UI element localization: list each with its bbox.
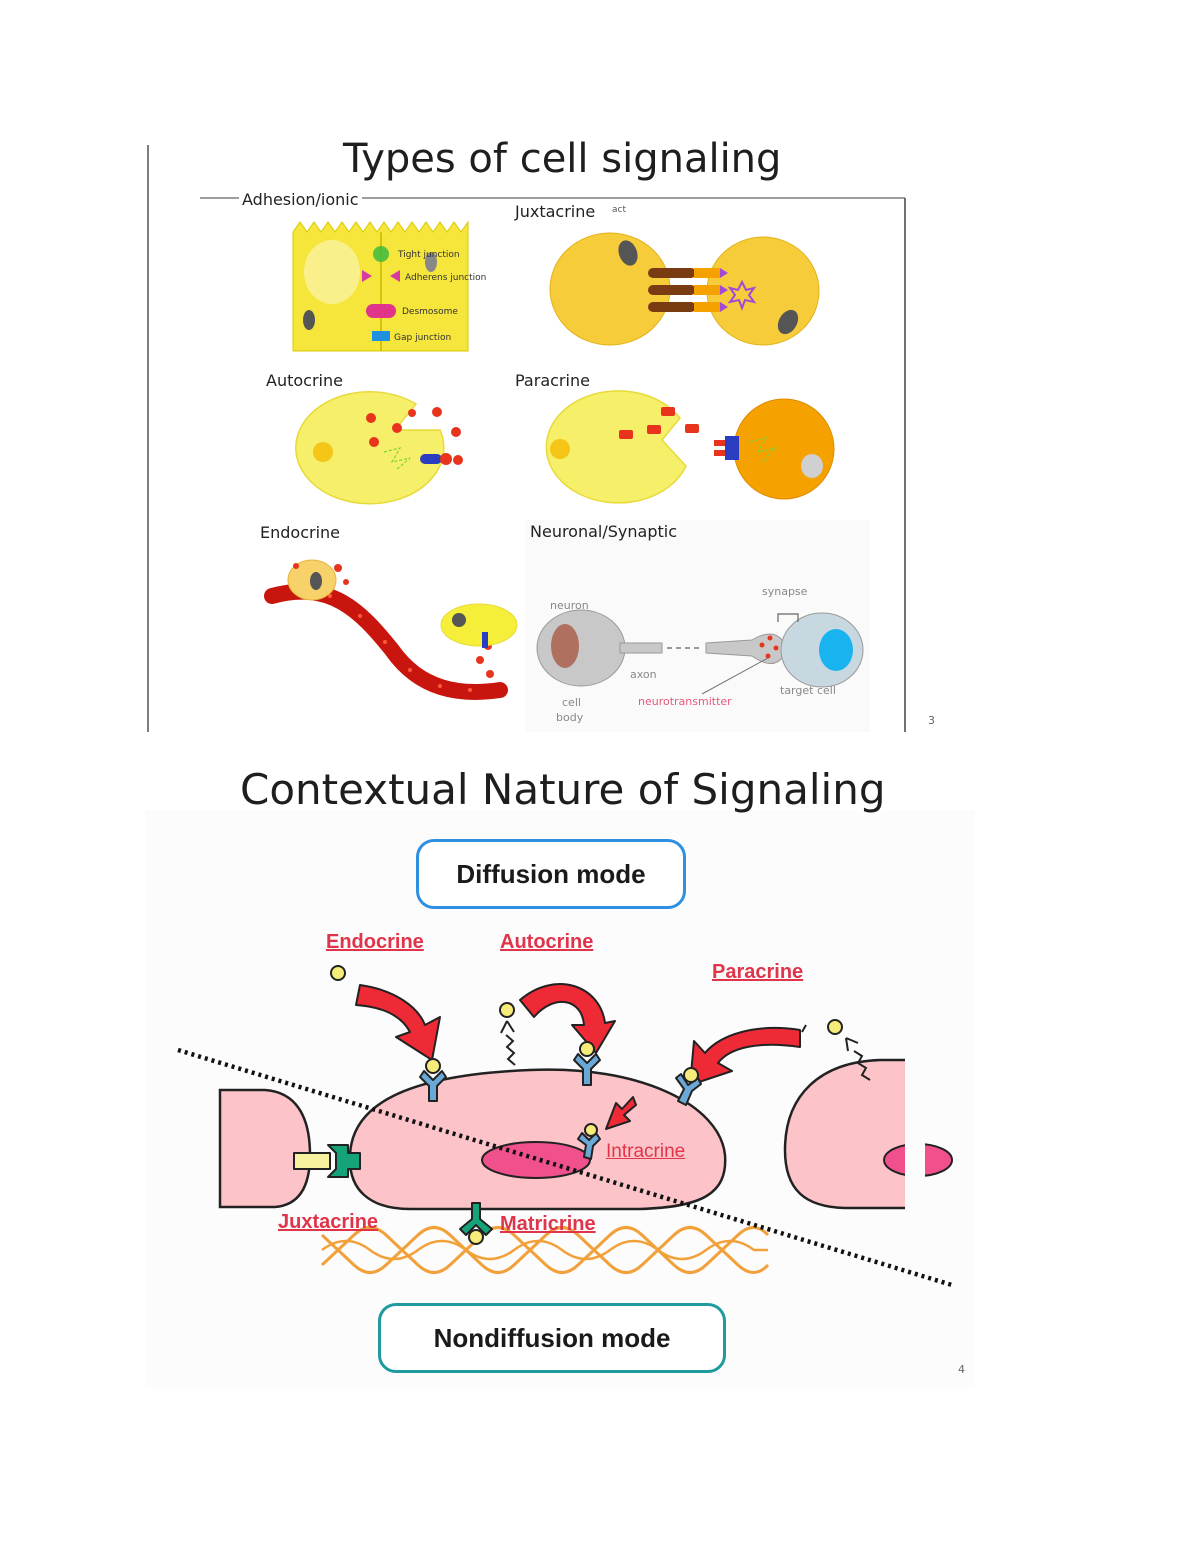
autocrine-arrow-icon <box>519 983 616 1054</box>
membrane-ligands <box>648 268 728 312</box>
desmosome-icon <box>366 304 396 318</box>
matrix-ligand <box>468 1229 484 1245</box>
page-number: 4 <box>958 1363 965 1376</box>
panel-label-neuronal: Neuronal/Synaptic <box>530 522 677 541</box>
label-axon: axon <box>630 668 657 681</box>
label-cell-body: body <box>556 711 584 724</box>
juxtacrine-receptor-icon <box>327 1144 361 1178</box>
junction-label: Desmosome <box>402 307 458 317</box>
adherens-junction-icon <box>362 270 400 282</box>
nucleus <box>310 572 322 590</box>
neuronal-diagram: neuron synapse axon cell body neurotrans… <box>525 520 870 732</box>
junction-label: Gap junction <box>394 333 451 343</box>
junction-label: Adherens junction <box>405 273 486 283</box>
autocrine-diagram <box>295 391 463 505</box>
nucleus <box>481 1141 591 1179</box>
slide-title: Contextual Nature of Signaling <box>240 765 886 814</box>
label-neurotransmitter: neurotransmitter <box>638 695 732 708</box>
panel-label-endocrine: Endocrine <box>257 523 343 542</box>
intracrine-arrow-icon <box>605 1096 637 1130</box>
nucleus <box>313 442 333 462</box>
label-cell-body: cell <box>562 696 581 709</box>
nucleus <box>551 624 579 668</box>
label-autocrine: Autocrine <box>500 931 594 953</box>
nucleus <box>618 240 638 266</box>
ligand-dots <box>366 407 463 465</box>
ligand-dots <box>619 407 699 439</box>
label-matricrine: Matricrine <box>500 1213 596 1235</box>
blood-dots <box>298 590 472 692</box>
pointer-line <box>701 657 769 695</box>
receptor-icon <box>482 632 488 648</box>
label-intracrine: Intracrine <box>606 1141 686 1162</box>
label-paracrine: Paracrine <box>712 961 804 983</box>
matricrine-contact <box>459 1202 493 1245</box>
page-number: 3 <box>928 714 935 727</box>
target-cell <box>440 603 518 647</box>
label-neuron: neuron <box>550 599 589 612</box>
target-cell <box>733 398 835 500</box>
panel-label-juxtacrine: Juxtacrine <box>512 202 599 221</box>
intracellular-receptor-icon <box>577 1132 601 1160</box>
bound-ligand <box>440 453 452 465</box>
slide-types-of-cell-signaling: Tight junction Adherens junction Desmoso… <box>0 0 1200 735</box>
receptor-icon <box>420 454 442 464</box>
nucleus <box>819 629 853 671</box>
gap-junction-icon <box>372 331 390 341</box>
right-edge-mask <box>905 1053 925 1213</box>
diffusion-mode-box: Diffusion mode <box>416 839 686 909</box>
slide-title: Types of cell signaling <box>343 136 782 182</box>
membrane-ligand-icon <box>293 1152 331 1170</box>
free-ligands <box>330 965 843 1035</box>
juxtacrine-diagram <box>549 232 820 346</box>
receptor-icon <box>419 1070 447 1102</box>
endocrine-diagram <box>264 559 518 700</box>
label-juxtacrine: Juxtacrine <box>278 1211 379 1233</box>
bound-ligand <box>714 450 725 456</box>
tight-junction-icon <box>373 246 389 262</box>
synapse-bracket <box>777 613 799 622</box>
panel-label-adhesion: Adhesion/ionic <box>239 190 362 209</box>
nucleus <box>801 454 823 478</box>
cell <box>295 391 445 505</box>
signal-pathway <box>749 437 778 463</box>
slide1-diagram: Tight junction Adherens junction Desmoso… <box>147 145 906 732</box>
adhesion-diagram: Tight junction Adherens junction Desmoso… <box>292 220 486 352</box>
neurotransmitter-dots <box>759 635 779 659</box>
extracellular-matrix <box>320 1226 770 1274</box>
slide-contextual-nature-of-signaling: Contextual Nature of Signaling Diffusion… <box>0 735 1200 1425</box>
nucleus <box>452 613 466 627</box>
junction-label: Tight junction <box>397 250 460 260</box>
cell-body <box>536 609 626 687</box>
mode-dividing-line <box>177 1047 953 1288</box>
cell <box>545 390 687 504</box>
receptor-icon <box>573 1053 601 1086</box>
panel-label-autocrine: Autocrine <box>263 371 346 390</box>
nucleus <box>303 310 315 330</box>
label-target-cell: target cell <box>780 684 836 697</box>
signal-pathway <box>383 447 411 471</box>
left-neighbor-cell <box>218 1088 312 1209</box>
panel-label-juxtacrine-suffix: act <box>612 205 626 215</box>
juxtacrine-contact <box>293 1144 361 1178</box>
nucleus <box>777 309 799 335</box>
bound-ligands <box>425 1041 699 1137</box>
panel-label-paracrine: Paracrine <box>512 371 593 390</box>
nucleus <box>425 252 437 272</box>
nondiffusion-mode-box: Nondiffusion mode <box>378 1303 726 1373</box>
cell-highlight <box>304 240 360 304</box>
signal-burst-icon <box>727 279 757 311</box>
paracrine-diagram <box>545 390 835 504</box>
right-neighbor-cell <box>783 1058 920 1210</box>
label-synapse: synapse <box>762 585 808 598</box>
bound-ligand <box>714 440 725 446</box>
secretion-wiggles <box>500 1020 871 1081</box>
receptor-icon <box>725 436 739 460</box>
nucleus <box>550 439 570 459</box>
axon <box>619 642 663 654</box>
label-endocrine: Endocrine <box>326 931 424 953</box>
matricrine-receptor-icon <box>459 1202 493 1236</box>
